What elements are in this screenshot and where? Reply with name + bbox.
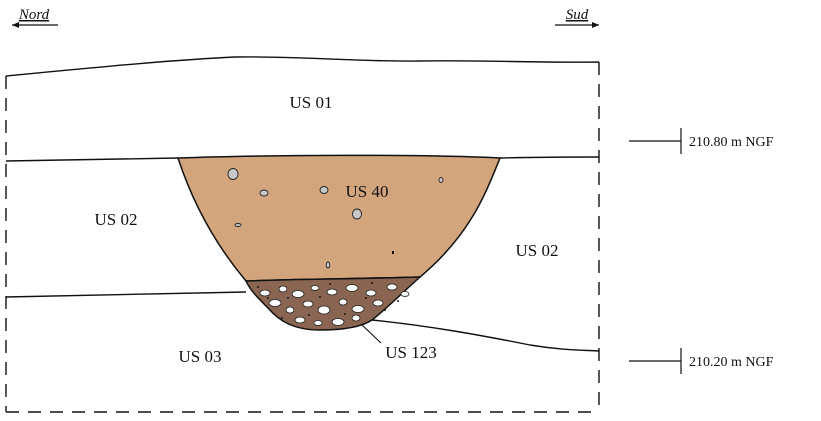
- elevation-upper-label: 210.80 m NGF: [689, 135, 774, 150]
- us01-us02-interface: [5, 156, 600, 162]
- us40-speck: [392, 251, 394, 254]
- south-label: Sud: [566, 7, 589, 23]
- label-us123: US 123: [385, 343, 436, 362]
- us40-inclusions: [227, 168, 444, 269]
- label-us01: US 01: [290, 93, 333, 112]
- elevation-marker-lower: 210.20 m NGF: [629, 348, 774, 374]
- north-indicator: Nord: [12, 7, 58, 28]
- label-us02-right: US 02: [516, 241, 559, 260]
- south-indicator: Sud: [555, 7, 599, 28]
- us123-fill: [244, 276, 423, 331]
- south-arrow-head: [592, 22, 599, 28]
- us02-us03-interface-left: [5, 291, 247, 298]
- ground-surface-line: [5, 56, 600, 77]
- north-arrow-head: [12, 22, 19, 28]
- us40-pit-fill: [176, 154, 502, 282]
- label-us02-left: US 02: [95, 210, 138, 229]
- us123-speckles: [257, 282, 399, 319]
- us123-inclusions: [259, 283, 410, 326]
- elevation-marker-upper: 210.80 m NGF: [629, 128, 774, 154]
- label-us03: US 03: [179, 347, 222, 366]
- label-us40: US 40: [346, 182, 389, 201]
- north-label: Nord: [18, 7, 50, 23]
- elevation-lower-label: 210.20 m NGF: [689, 355, 774, 370]
- us02-us03-interface-right: [371, 319, 600, 352]
- us123-leader-line: [361, 324, 382, 344]
